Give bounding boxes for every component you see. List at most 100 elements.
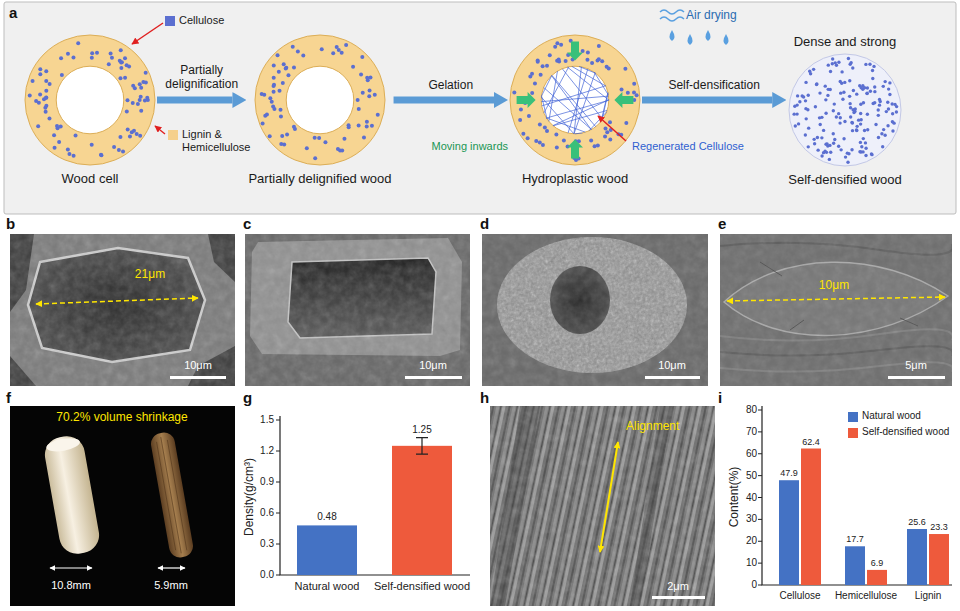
cell-outline: [804, 99, 807, 102]
photo: [149, 431, 195, 559]
cell-outline: [807, 93, 810, 96]
cell-outline: [284, 67, 288, 71]
scale-label: 5μm: [905, 359, 927, 372]
cell-outline: [804, 80, 807, 83]
axis-tick: 0.3: [260, 538, 274, 550]
dimension-arrow: [50, 567, 92, 568]
cell-outline: [546, 100, 608, 118]
legend-text: Cellulose: [179, 14, 224, 27]
cell-outline: [38, 72, 42, 76]
cell-outline: [841, 97, 844, 100]
legend-item: Self-densified wood: [848, 426, 949, 438]
cell-outline: [553, 100, 609, 126]
cell-outline: [604, 126, 608, 130]
legend-text: Lignin & Hemicellulose: [182, 128, 258, 154]
cell-outline: [255, 35, 385, 165]
cell-outline: [864, 153, 867, 156]
cell-outline: [858, 150, 861, 153]
cell-outline: [331, 51, 335, 55]
panel-letter: b: [6, 215, 15, 232]
cell-outline: [120, 60, 124, 64]
axis-tick: 1.2: [260, 445, 274, 457]
cell-outline: [574, 158, 578, 162]
step-label: Self-densification: [666, 78, 761, 92]
cell-outline: [272, 63, 276, 67]
bar-charts: [276, 544, 280, 545]
legend-item: Lignin & Hemicellulose: [168, 128, 258, 154]
cell-outline: [893, 102, 896, 105]
cell-outline: [794, 124, 797, 127]
cell-outline: [816, 148, 819, 151]
cell-outline: [66, 52, 70, 56]
stage-circle: Partially delignified wood: [248, 35, 391, 187]
cell-outline: [598, 116, 626, 141]
cell-outline: [886, 100, 889, 103]
cell-outline: [859, 140, 862, 143]
cell-outline: [822, 151, 825, 154]
cell-outline: [848, 62, 851, 65]
cell-outline: [837, 112, 840, 115]
cell-outline: [632, 82, 636, 86]
bar-charts: [758, 475, 762, 476]
cell-outline: [877, 108, 880, 111]
annotation: Alignment: [626, 420, 679, 434]
cell-outline: [562, 138, 566, 142]
cell-outline: [879, 99, 882, 102]
dimension-arrow: [158, 567, 185, 568]
cell-outline: [820, 136, 823, 139]
bar-charts: [907, 529, 927, 585]
cell-outline: [272, 90, 276, 94]
cell-outline: [833, 102, 836, 105]
cell-outline: [813, 142, 816, 145]
cell-outline: [832, 109, 835, 112]
cell-outline: [608, 138, 612, 142]
cell-outline: [24, 34, 156, 166]
cell-outline: [804, 133, 807, 136]
legend-swatch: [848, 412, 858, 422]
cell-outline: [376, 113, 380, 117]
cell-outline: [361, 91, 365, 95]
cell-outline: [814, 105, 817, 108]
sem-image: [482, 234, 708, 386]
value-label: 47.9: [780, 468, 798, 478]
legend-swatch: [165, 16, 175, 26]
cell-outline: [136, 102, 140, 106]
cell-outline: [837, 144, 840, 147]
cell-outline: [517, 92, 536, 108]
cell-outline: [887, 87, 890, 90]
cell-outline: [344, 43, 348, 47]
bar-charts: [845, 546, 865, 585]
cell-outline: [793, 104, 796, 107]
cell-outline: [530, 91, 534, 95]
cell-outline: [596, 144, 600, 148]
cell-outline: [559, 43, 563, 47]
cell-outline: [844, 155, 847, 158]
cell-outline: [347, 125, 351, 129]
photo: [149, 431, 195, 559]
cell-outline: [284, 66, 288, 70]
cell-outline: [541, 143, 545, 147]
cell-outline: [877, 135, 880, 138]
bar-charts: [758, 453, 762, 454]
cell-outline: [552, 75, 596, 126]
cell-outline: [882, 127, 885, 130]
cell-outline: [548, 53, 552, 57]
cell-outline: [123, 56, 127, 60]
cell-outline: [850, 148, 853, 151]
cell-outline: [855, 124, 858, 127]
cell-outline: [145, 96, 149, 100]
panel-letter: a: [9, 4, 17, 21]
cell-outline: [357, 123, 361, 127]
cell-outline: [828, 143, 831, 146]
cell-outline: [541, 96, 547, 119]
cell-outline: [276, 53, 280, 57]
cell-outline: [840, 70, 843, 73]
cell-outline: [557, 57, 561, 61]
cell-outline: [130, 130, 134, 134]
cell-outline: [855, 128, 858, 131]
cell-outline: [357, 107, 361, 111]
cell-outline: [789, 54, 901, 166]
panel-letter: g: [243, 389, 252, 406]
